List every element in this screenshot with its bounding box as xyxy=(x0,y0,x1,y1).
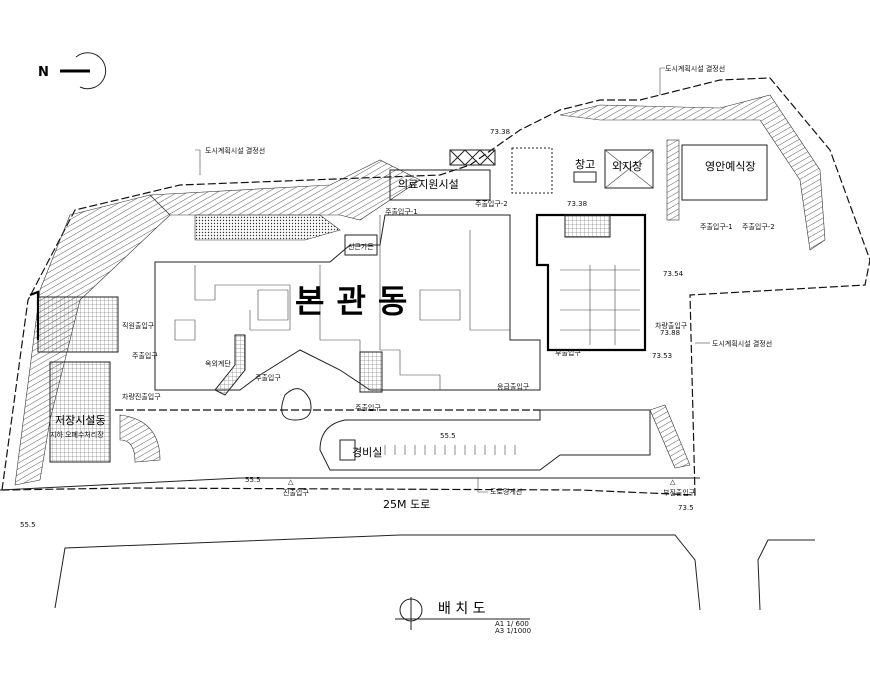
elevation-label: 55.5 xyxy=(440,432,456,440)
entrance-label: 주출입구 xyxy=(255,373,281,382)
elevation-label: 73.53 xyxy=(652,352,672,360)
storage-facility-building xyxy=(49,361,111,463)
entrance-marker-icon: △ xyxy=(288,478,294,486)
dashed-area xyxy=(511,147,553,194)
entrance-label: 주출입구 xyxy=(355,403,381,412)
guard-house xyxy=(339,439,356,461)
paved-court xyxy=(359,351,383,393)
entrance-label: 차량진출입구 xyxy=(122,392,161,401)
parking-structure xyxy=(535,213,647,352)
storage-facility-label: 저장시설동 xyxy=(55,414,106,427)
entrance-label: 부진출입구 xyxy=(663,488,696,497)
boundary-label: 도시계획시설 결정선 xyxy=(205,146,265,155)
medical-support-roof xyxy=(449,149,496,166)
entrance-label: 주출입구-2 xyxy=(475,199,508,208)
guard-label: 경비실 xyxy=(352,446,382,459)
curved-ramp xyxy=(119,414,161,463)
site-boundary xyxy=(1,77,870,496)
elevation-label: 73.88 xyxy=(660,329,680,337)
main-building-label: 본관동 xyxy=(295,282,419,320)
boundary-label: 도시계획시설 결정선 xyxy=(712,339,772,348)
garden xyxy=(194,214,341,241)
boundary-label: 도시계획시설 결정선 xyxy=(665,64,725,73)
entrance-label: 주출입구-1 xyxy=(385,207,418,216)
entrance-label: 주출입구-1 xyxy=(700,222,733,231)
south-parking xyxy=(319,409,651,471)
slope-northeast xyxy=(559,94,826,251)
funeral-ramp xyxy=(666,139,680,221)
medical-support-label: 의료지원시설 xyxy=(398,178,459,191)
north-arrow-icon: N xyxy=(38,52,107,90)
slope-north xyxy=(149,159,421,221)
road-boundary-label: 도로경계선 xyxy=(490,487,522,496)
svg-text:N: N xyxy=(38,65,49,80)
elevation-label: 73.38 xyxy=(567,200,587,208)
funeral-label: 영안예식장 xyxy=(705,160,756,173)
entrance-label: 직원출입구 xyxy=(122,321,155,330)
elevation-label: 73.38 xyxy=(490,128,510,136)
outdoor-stair xyxy=(214,334,246,396)
roundabout xyxy=(281,388,312,421)
funeral-hall xyxy=(681,144,768,201)
elevation-label: 73.5 xyxy=(678,504,694,512)
sunken-garden-label: 선큰가든 xyxy=(348,242,374,251)
road-edge-south xyxy=(54,534,701,611)
entrance-label: 주출입구-2 xyxy=(742,222,775,231)
drawing-title: 배 치 도 xyxy=(438,601,486,617)
scale-a3: A3 1/1000 xyxy=(495,627,531,635)
sunken-garden xyxy=(344,234,378,256)
storage-label: 창고 xyxy=(575,158,595,171)
outdoor-stair-label: 옥외계단 xyxy=(205,359,231,368)
entrance-label: 부출입구 xyxy=(555,348,581,357)
storage-building xyxy=(573,171,597,183)
slope-southeast xyxy=(649,404,691,469)
entrance-label: 차량출입구 xyxy=(655,321,688,330)
external-label: 외지창 xyxy=(612,160,642,173)
entrance-label: 응급출입구 xyxy=(497,382,530,391)
elevation-label: 73.54 xyxy=(663,270,684,278)
entrance-label: 진출입구 xyxy=(283,488,309,497)
road-edge-south-east xyxy=(757,539,815,611)
scale-a1: A1 1/ 600 xyxy=(495,620,529,628)
road-label: 25M 도로 xyxy=(383,498,430,511)
medical-support-building xyxy=(389,169,491,201)
entrance-label: 주출입구 xyxy=(132,351,158,360)
external-building xyxy=(604,149,654,189)
storage-facility-roof xyxy=(37,296,119,353)
storage-facility-sublabel: 지하 오폐수처리장 xyxy=(50,430,104,439)
main-building xyxy=(154,214,541,391)
elevation-label: 55.5 xyxy=(245,476,261,484)
wall xyxy=(29,290,40,340)
entrance-marker-icon: △ xyxy=(670,478,676,486)
road-edge-north xyxy=(0,477,700,491)
elevation-label: 55.5 xyxy=(20,521,36,529)
